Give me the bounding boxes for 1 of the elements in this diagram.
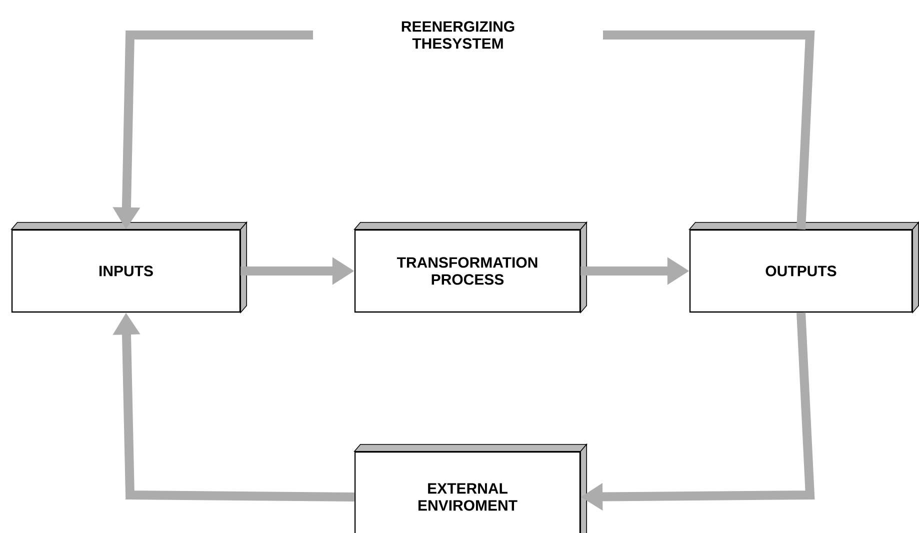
- edge-label: REENERGIZING THESYSTEM: [313, 15, 603, 55]
